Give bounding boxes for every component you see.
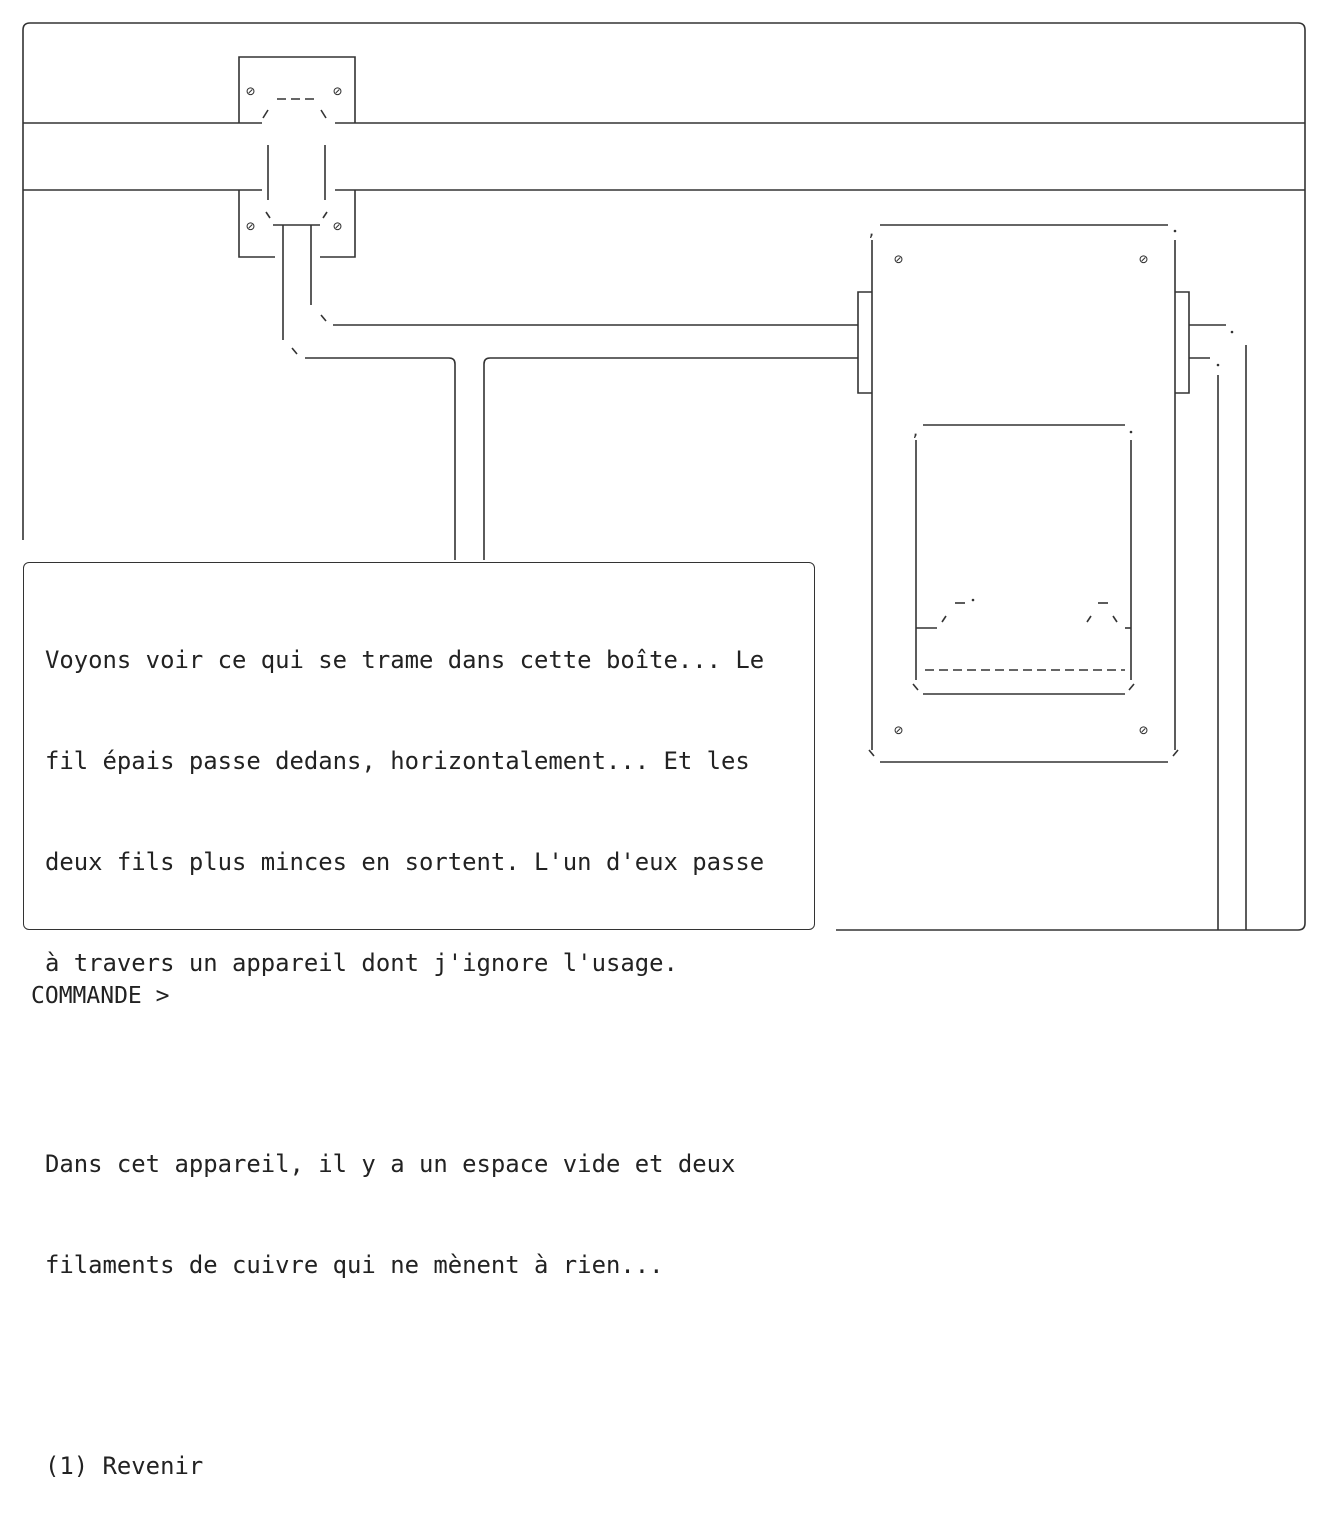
blank-line: ​ <box>45 1047 764 1081</box>
narration-line: deux fils plus minces en sortent. L'un d… <box>45 847 765 876</box>
screw-icon: ⊘ <box>246 82 255 100</box>
screw-icon: ⊘ <box>894 250 903 268</box>
narration-text: Voyons voir ce qui se trame dans cette b… <box>45 577 764 1518</box>
command-input[interactable] <box>177 982 782 1010</box>
command-line: COMMANDE > <box>31 982 782 1010</box>
narration-box <box>23 562 815 930</box>
narration-line: fil épais passe dedans, horizontalement.… <box>45 746 750 775</box>
command-prompt: COMMANDE > <box>31 983 170 1009</box>
thin-wires <box>282 225 1247 930</box>
inner-chamber: , <box>911 422 1135 695</box>
narration-line: Voyons voir ce qui se trame dans cette b… <box>45 646 765 675</box>
narration-line: Dans cet appareil, il y a un espace vide… <box>45 1150 736 1179</box>
svg-text:,: , <box>867 222 876 240</box>
copper-filaments <box>916 598 1131 629</box>
screw-icon: ⊘ <box>894 721 903 739</box>
screw-icon: ⊘ <box>1139 250 1148 268</box>
ascii-scene-illustration: ⊘ ⊘ ⊘ ⊘ , ⊘ ⊘ ⊘ ⊘ , <box>22 22 1306 931</box>
narration-line: à travers un appareil dont j'ignore l'us… <box>45 948 678 977</box>
screw-icon: ⊘ <box>246 217 255 235</box>
narration-line: filaments de cuivre qui ne mènent à rien… <box>45 1250 664 1279</box>
device-box: , ⊘ ⊘ ⊘ ⊘ <box>857 222 1190 763</box>
thick-wire <box>23 122 1305 191</box>
blank-line: ​ <box>45 1350 764 1384</box>
junction-box: ⊘ ⊘ ⊘ ⊘ <box>238 56 356 258</box>
screw-icon: ⊘ <box>333 217 342 235</box>
svg-text:,: , <box>911 422 920 440</box>
screw-icon: ⊘ <box>1139 721 1148 739</box>
option-revenir[interactable]: (1) Revenir <box>45 1452 204 1481</box>
screw-icon: ⊘ <box>333 82 342 100</box>
outer-frame <box>22 22 1306 931</box>
